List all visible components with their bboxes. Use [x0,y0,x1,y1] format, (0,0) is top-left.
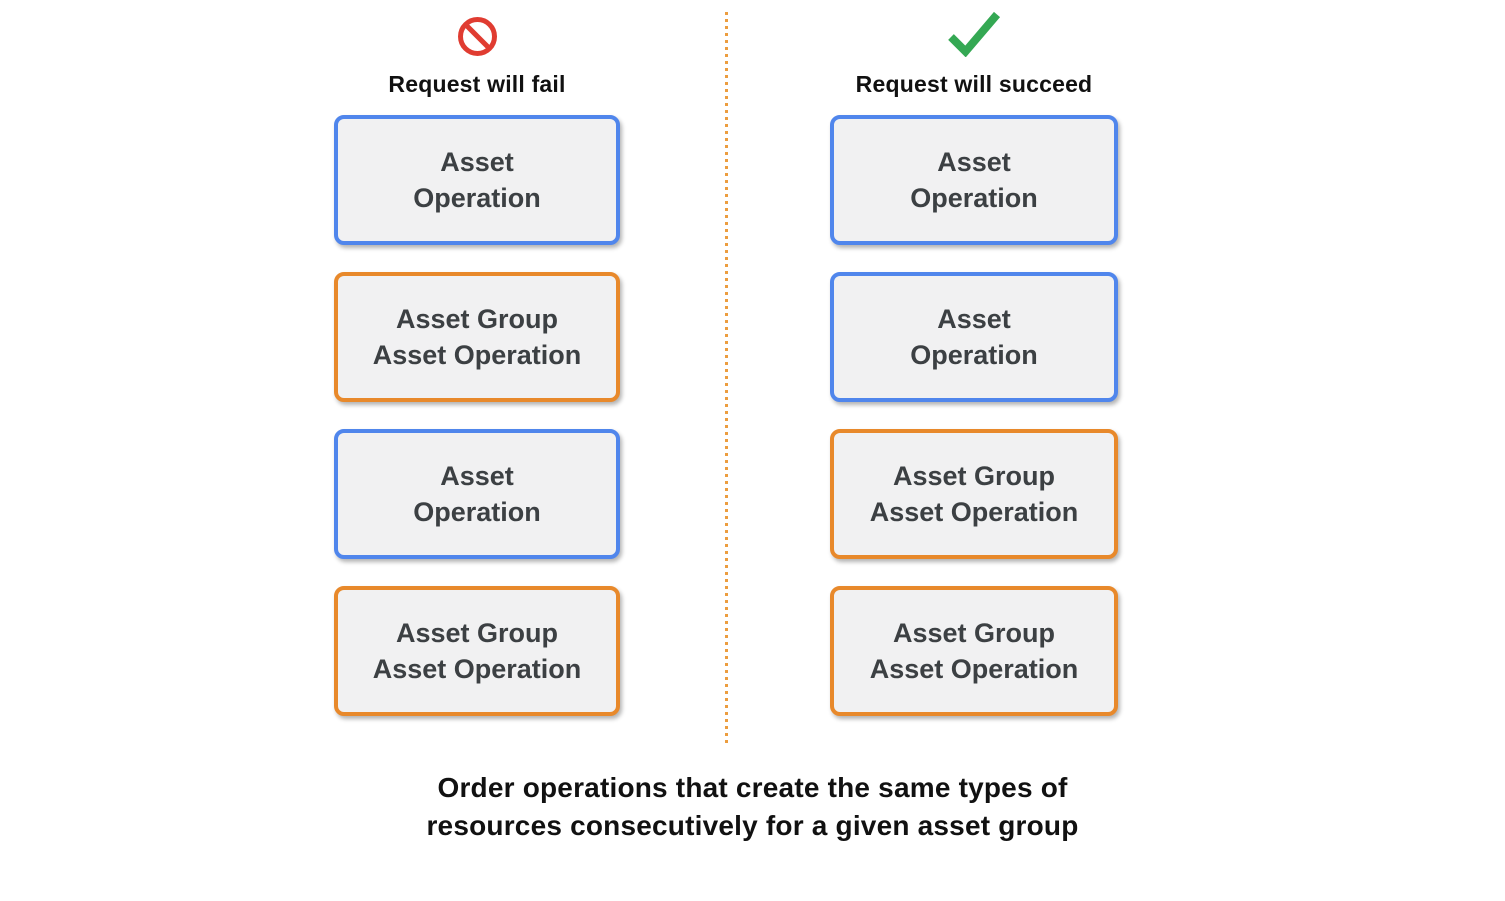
prohibited-icon [457,16,498,62]
fail-column: Request will fail Asset Operation Asset … [334,0,620,716]
fail-column-title: Request will fail [388,71,566,97]
flow-box: Asset Operation [830,272,1118,402]
flow-box-label: Asset Operation [413,147,541,213]
caption: Order operations that create the same ty… [426,772,1079,841]
flow-box-label: Asset Operation [413,461,541,527]
checkmark-icon [946,9,1002,62]
flow-box-label: Asset Operation [910,147,1038,213]
fail-box-stack: Asset Operation Asset Group Asset Operat… [334,115,620,716]
column-divider [725,12,728,743]
succeed-box-stack: Asset Operation Asset Operation Asset Gr… [830,115,1118,716]
flow-box: Asset Group Asset Operation [334,272,620,402]
flow-box: Asset Group Asset Operation [830,586,1118,716]
flow-box-label: Asset Group Asset Operation [372,618,582,684]
succeed-column-title: Request will succeed [855,71,1093,97]
succeed-column: Request will succeed Asset Operation Ass… [830,0,1118,716]
flow-box-label: Asset Group Asset Operation [372,304,582,370]
flow-box-label: Asset Group Asset Operation [869,618,1079,684]
fail-icon-slot [457,0,498,62]
flow-box: Asset Group Asset Operation [334,586,620,716]
flow-box: Asset Operation [334,429,620,559]
flow-box-label: Asset Group Asset Operation [869,461,1079,527]
flow-box: Asset Operation [334,115,620,245]
flow-box: Asset Operation [830,115,1118,245]
succeed-icon-slot [946,0,1002,62]
flow-box: Asset Group Asset Operation [830,429,1118,559]
flow-box-label: Asset Operation [910,304,1038,370]
